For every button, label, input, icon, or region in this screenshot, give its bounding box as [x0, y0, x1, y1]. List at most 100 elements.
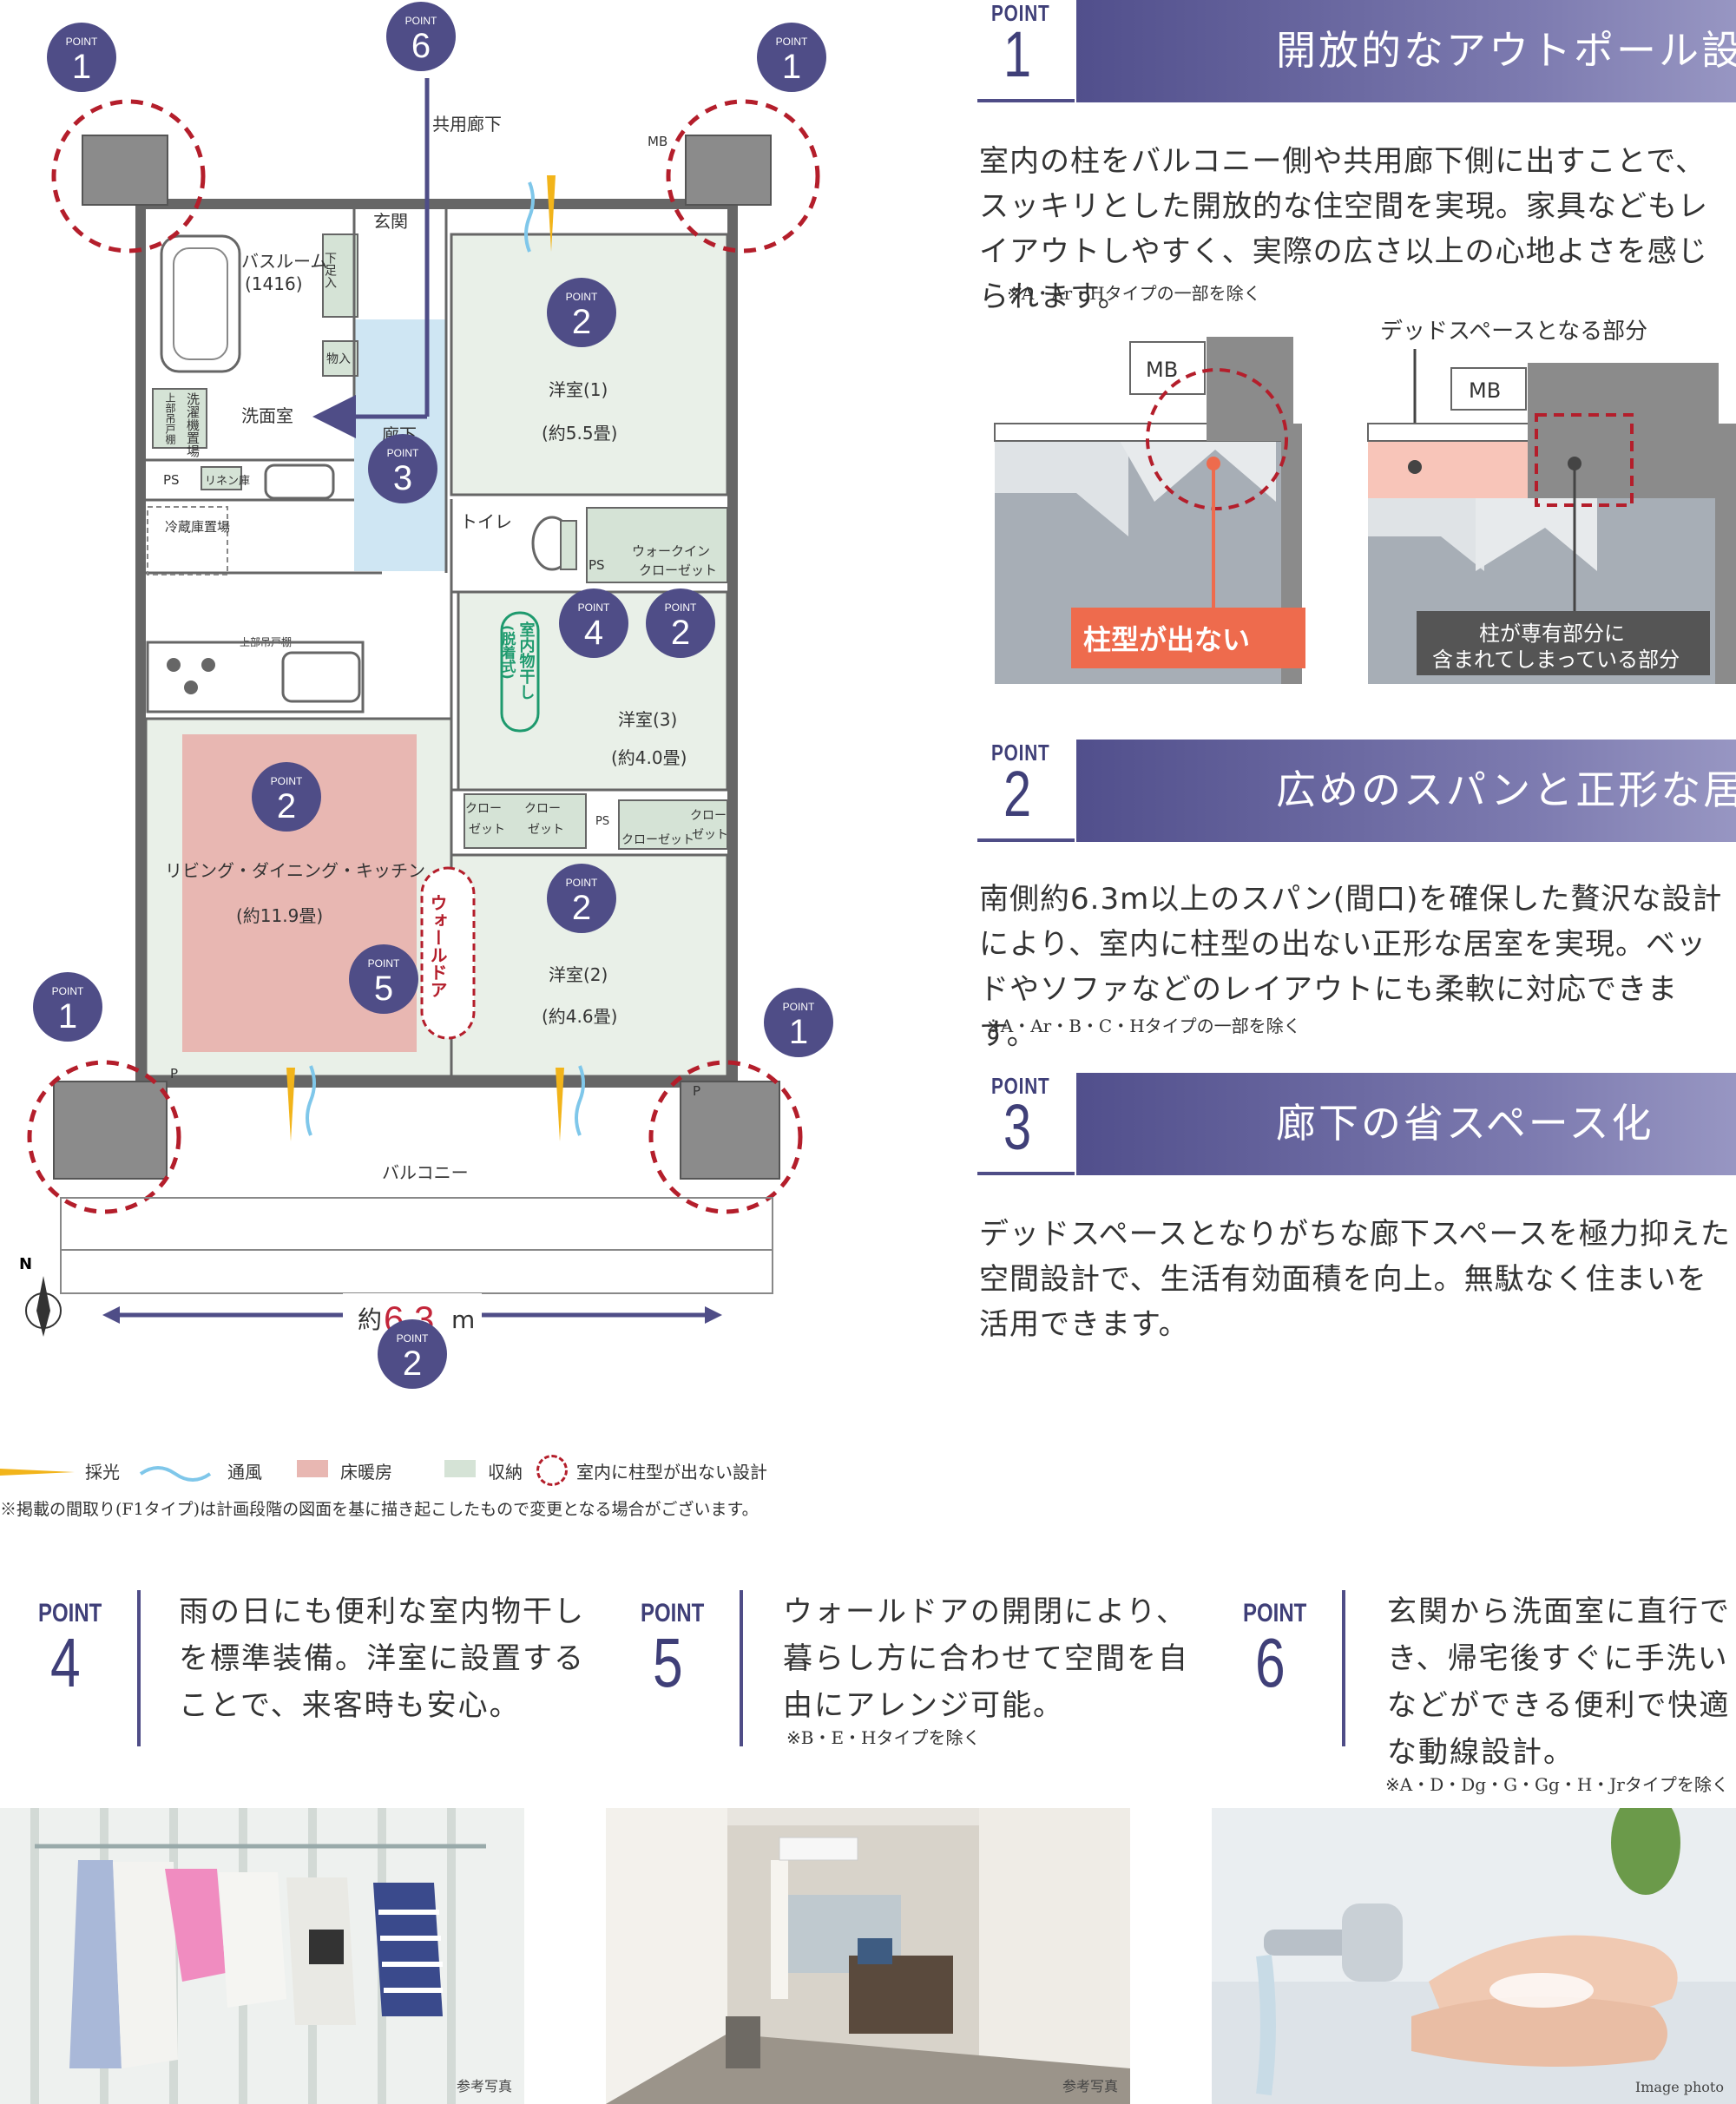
point-marker-number: 5	[374, 970, 393, 1008]
point-marker-number: 1	[782, 48, 801, 86]
point-6-number: 6	[1255, 1624, 1286, 1701]
point-6-tag: POINT 6	[1205, 1590, 1352, 1746]
photo-room: 参考写真	[606, 1808, 1130, 2104]
closet-full: クローゼット	[621, 833, 694, 847]
point-marker-number: 2	[403, 1345, 422, 1383]
point-3-title: 廊下の省スペース化	[1276, 1100, 1654, 1147]
floor-plan: バスルーム (1416) 洗濯機置場 上部吊戸棚 洗面室 PS リネン庫 冷蔵庫…	[19, 2, 833, 1389]
point-5-word: POINT	[641, 1599, 705, 1627]
point-3-word: POINT	[991, 1073, 1050, 1099]
mb-diagram-1: MB	[1146, 358, 1178, 382]
diagram-no-pillar: MB 柱型が出ない	[994, 337, 1305, 684]
ldk-size: (約11.9畳)	[236, 905, 323, 926]
pillar-sw	[53, 1081, 168, 1180]
photo-5-caption: 参考写真	[1062, 2078, 1118, 2094]
wind-markers	[306, 181, 585, 1136]
west1-name: 洋室(1)	[549, 379, 608, 400]
dashed-circle-icon	[536, 1455, 568, 1486]
bathtub	[160, 234, 241, 373]
walkin-label-2: クローゼット	[639, 562, 717, 578]
point-4-text: 雨の日にも便利な室内物干しを標準装備。洋室に設置することで、来客時も安心。	[179, 1594, 585, 1723]
ps-label-1: PS	[163, 472, 180, 488]
shoe-storage	[322, 233, 358, 318]
legend-light: 採光	[85, 1462, 120, 1483]
point-marker-word: POINT	[405, 15, 437, 27]
point-1-header: POINT 1 開放的なアウトポール設計	[972, 0, 1736, 102]
storage-swatch	[444, 1460, 476, 1477]
washroom-label: 洗面室	[241, 405, 293, 426]
point-3-body: デッドスペースとなりがちな廊下スペースを極力抑えた空間設計で、生活有効面積を向上…	[979, 1217, 1731, 1342]
bathroom-size: (1416)	[245, 273, 303, 294]
closet-b-2: ゼット	[528, 823, 564, 837]
point-marker-number: 1	[72, 48, 91, 86]
kitchen-counter	[146, 641, 365, 713]
point-marker-word: POINT	[578, 602, 610, 614]
ps-label-3: PS	[595, 815, 609, 828]
pillar-badge-2: 含まれてしまっている部分	[1432, 648, 1680, 672]
legend-floor-heating: 床暖房	[340, 1462, 392, 1483]
point-4-word: POINT	[38, 1599, 102, 1627]
point-3-number: 3	[1003, 1091, 1032, 1163]
wind-legend-icon	[139, 1466, 212, 1482]
sink	[264, 464, 335, 500]
walkin-label-1: ウォークイン	[632, 543, 710, 559]
compass-icon: N	[19, 1255, 62, 1337]
pillar-ne	[685, 135, 772, 206]
light-legend-icon	[0, 1469, 75, 1476]
closet-west2	[618, 799, 728, 850]
photo-handwash: Image photo	[1212, 1808, 1736, 2104]
closet-a-2: クロー	[524, 802, 561, 816]
ps-label-2: PS	[589, 557, 605, 573]
point-5-tag: POINT 5	[602, 1590, 750, 1746]
point-2-number: 2	[1003, 758, 1032, 830]
ldk-name: リビング・ダイニング・キッチン	[165, 860, 425, 881]
point-marker-word: POINT	[271, 775, 303, 787]
point-marker-number: 3	[393, 459, 412, 497]
point-1-body: 室内の柱をバルコニー側や共用廊下側に出すことで、スッキリとした開放的な住空間を実…	[979, 144, 1708, 314]
point-1-number: 1	[1003, 18, 1032, 90]
indoor-drying-sub: (脱着式)	[500, 625, 517, 680]
closet-a-3: クロー	[690, 809, 727, 823]
legend-ventilation: 通風	[227, 1462, 262, 1483]
photo-laundry: 参考写真	[0, 1808, 524, 2104]
diagram-pillar-inside: デッドスペースとなる部分 MB 柱が専有部分に 含まれてしまっている部分	[1367, 319, 1736, 684]
linen-label: リネン庫	[205, 475, 250, 488]
west3-name: 洋室(3)	[618, 709, 677, 730]
bathroom-label: バスルーム	[241, 251, 327, 272]
storage-label: 物入	[326, 352, 351, 366]
pillar-diagram: MB 柱型が出ない デッドスペースとなる部分 MB 柱が専有部分に 含まれてしま…	[994, 319, 1736, 684]
span-unit: m	[451, 1305, 475, 1334]
point-marker-word: POINT	[665, 602, 697, 614]
north-label: N	[19, 1255, 32, 1273]
legend-storage: 収納	[488, 1462, 523, 1483]
point-marker-word: POINT	[566, 291, 598, 303]
point-5-number: 5	[653, 1624, 683, 1701]
point-6-word: POINT	[1243, 1599, 1307, 1627]
west3-size: (約4.0畳)	[611, 747, 687, 768]
plan-footnote: ※掲載の間取り(F1タイプ)は計画段階の図面を基に描き起こしたもので変更となる場…	[0, 1500, 759, 1519]
point-marker-word: POINT	[66, 36, 98, 48]
washer-label: 洗濯機置場	[185, 392, 201, 457]
floor-heating-swatch	[297, 1460, 328, 1477]
point-1-title: 開放的なアウトポール設計	[1276, 27, 1736, 74]
point-marker-word: POINT	[397, 1332, 429, 1345]
washer-area	[152, 388, 207, 449]
point-marker-number: 6	[411, 27, 431, 65]
legend-no-pillar: 室内に柱型が出ない設計	[576, 1462, 767, 1483]
point-5-note: ※B・E・Hタイプを除く	[786, 1727, 981, 1748]
light-markers	[286, 175, 564, 1141]
point-marker-word: POINT	[52, 985, 84, 997]
pillar-badge-1: 柱が専有部分に	[1479, 621, 1625, 646]
point-1-note: ※A・Ar・Hタイプの一部を除く	[1007, 283, 1261, 304]
point-3-header: POINT 3 廊下の省スペース化	[972, 1073, 1736, 1175]
legend: 採光 通風 床暖房 収納 室内に柱型が出ない設計 ※掲載の間取り(F1タイプ)は…	[0, 1455, 868, 1528]
photo-6-caption: Image photo	[1634, 2079, 1724, 2095]
